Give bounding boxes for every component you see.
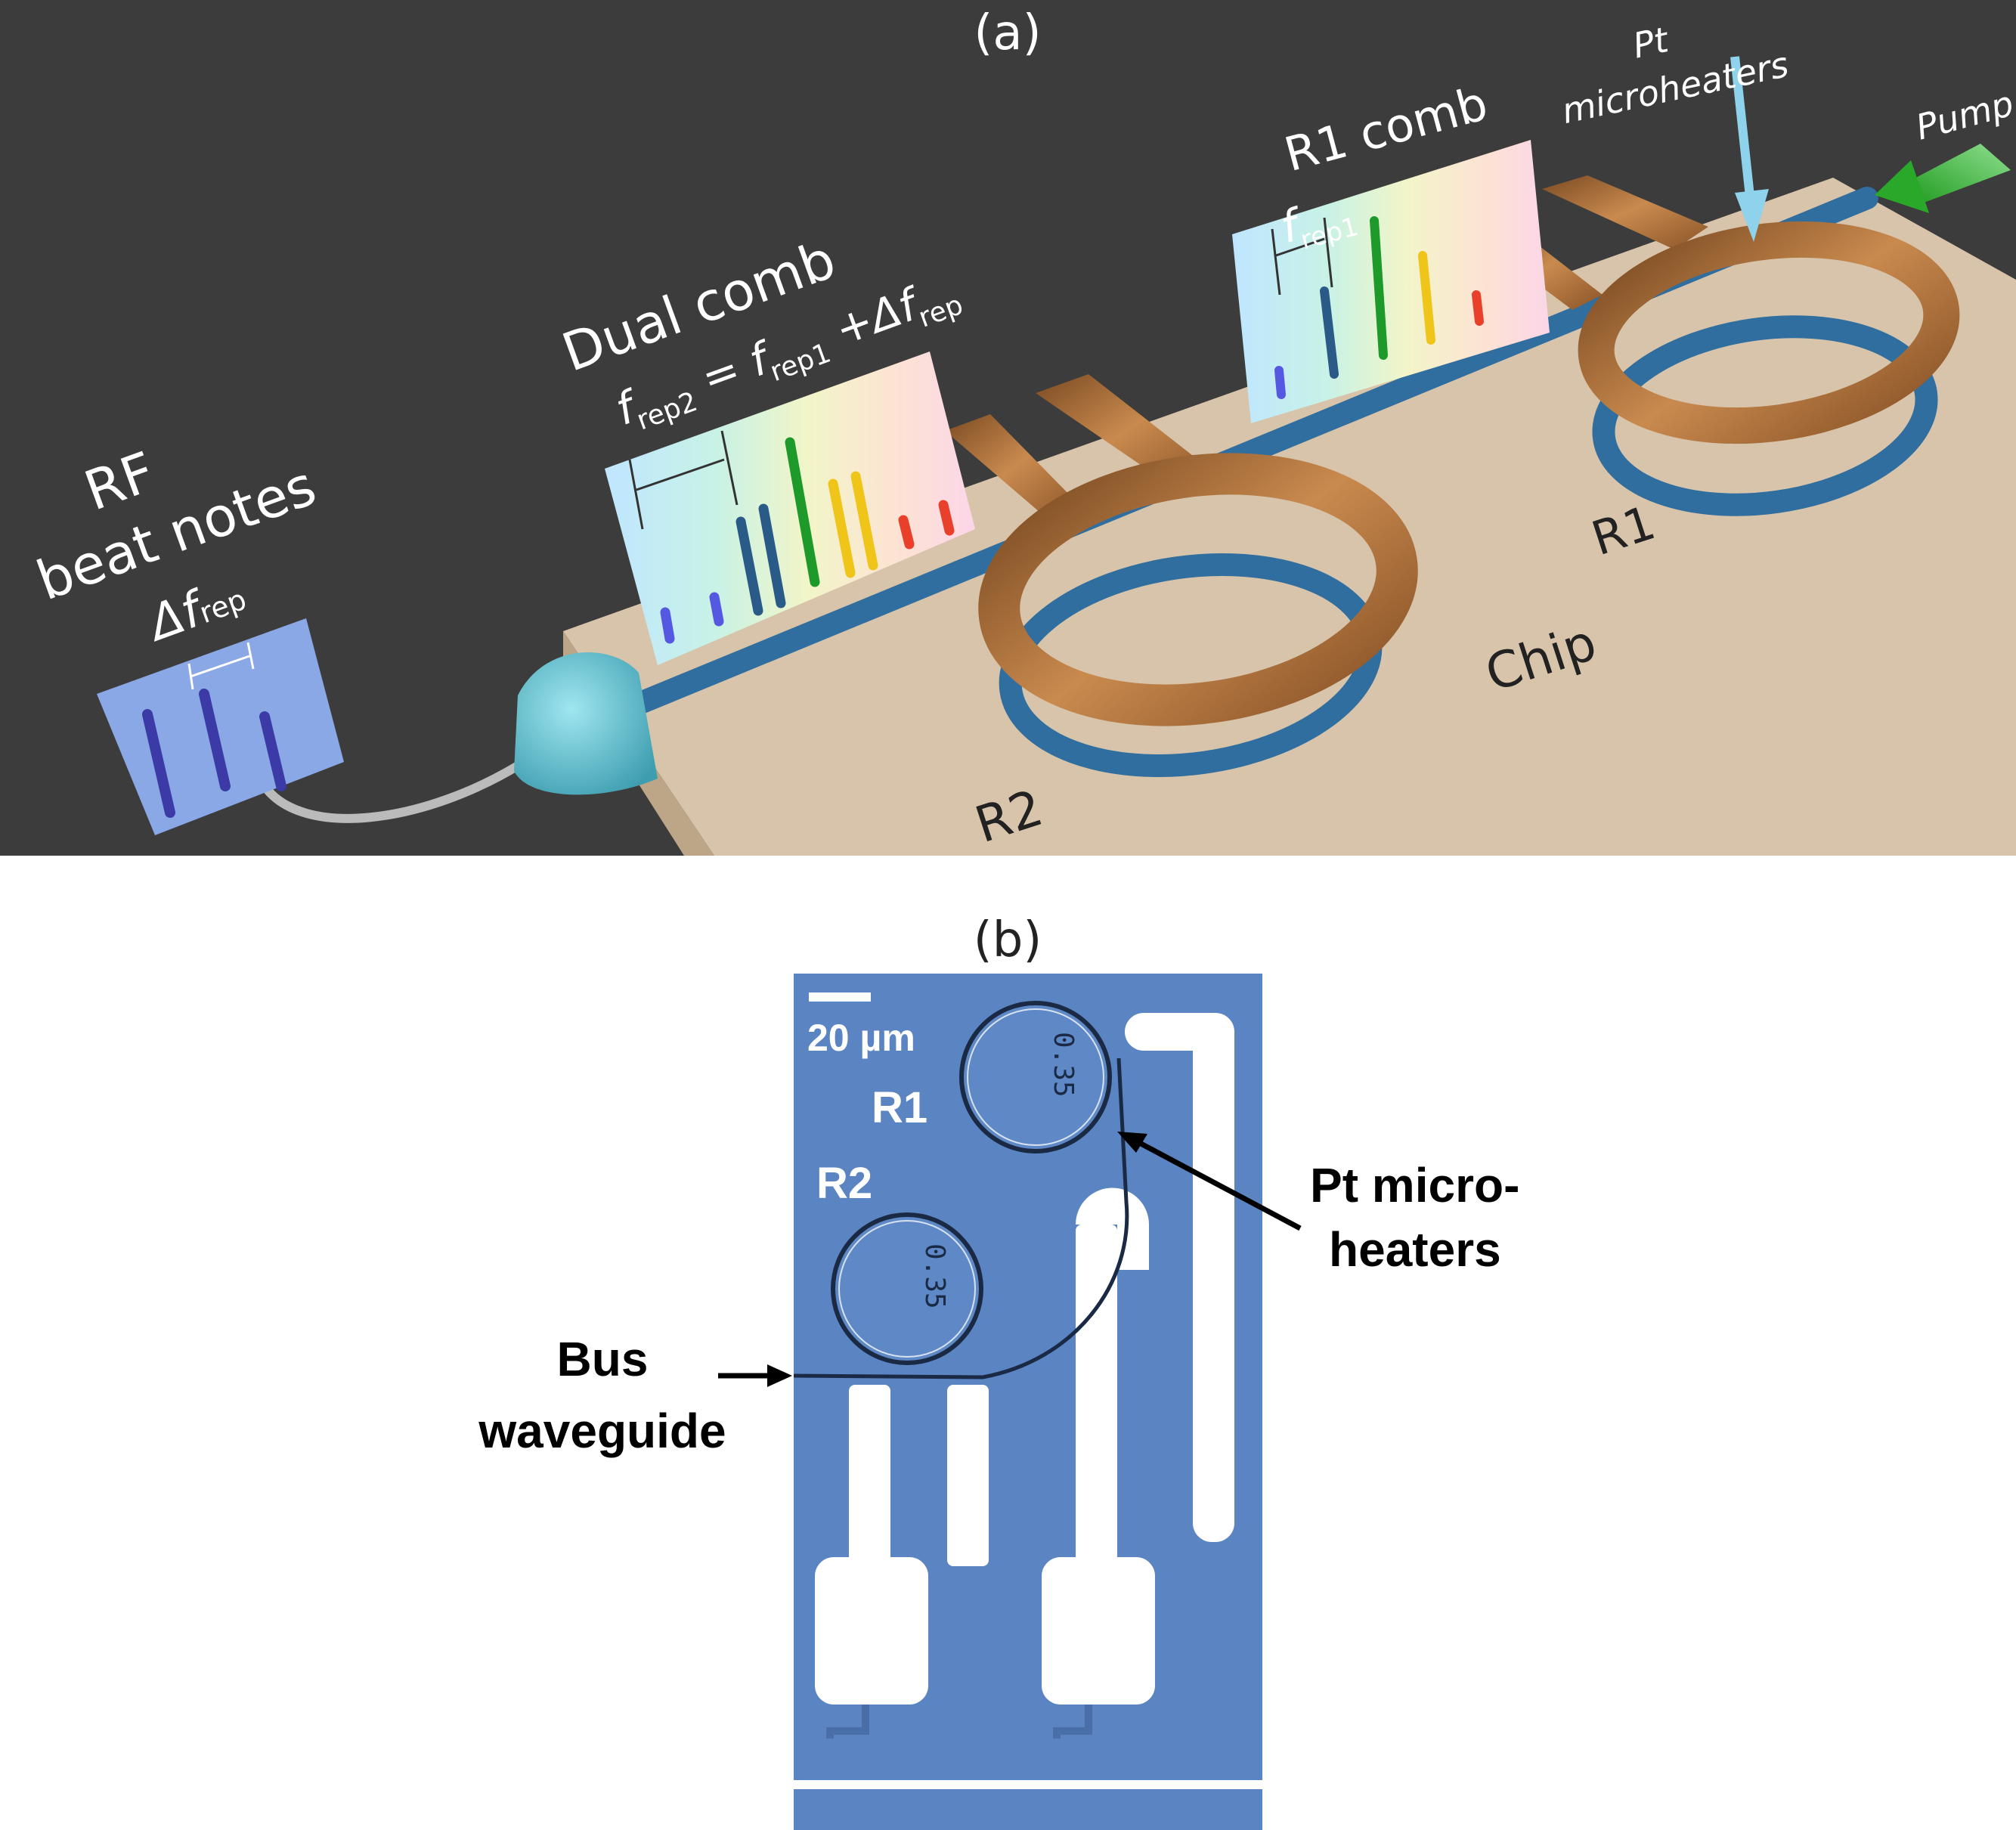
pt-label-b-line1: Pt micro-: [1310, 1158, 1519, 1212]
panel-b-label: (b): [974, 912, 1042, 968]
scale-bar: [809, 992, 871, 1002]
pt-arrow: [1730, 56, 1754, 197]
ring-r2-marking: 0.35: [919, 1243, 950, 1309]
r2-label-b: R2: [816, 1159, 872, 1208]
ring-r1-micro: [959, 1001, 1112, 1153]
panel-a: (a) RF beat notes Δfrep Dual comb frep2 …: [0, 0, 2016, 856]
bus-label-line1: Bus: [557, 1332, 649, 1386]
scale-label: 20 µm: [807, 1017, 915, 1059]
lens-coupler: [514, 652, 658, 795]
chip: [563, 178, 2016, 856]
ring-r1-marking: 0.35: [1048, 1032, 1079, 1098]
r1-comb-card: [1232, 140, 1550, 423]
microheater-r2: [945, 374, 1418, 726]
rf-card: [97, 618, 344, 835]
bus-label-line2: waveguide: [478, 1404, 726, 1458]
dual-comb-card: [605, 351, 975, 665]
optical-fiber: [261, 759, 525, 823]
ring-r1: [1592, 315, 1938, 516]
panel-a-label: (a): [974, 5, 1041, 61]
r1-label-b: R1: [872, 1083, 927, 1132]
pt-label-b-line2: heaters: [1329, 1222, 1501, 1277]
bus-waveguide-micro: [793, 1057, 1129, 1379]
ring-r2-micro: [831, 1212, 983, 1365]
pump-arrow: [1875, 144, 2011, 213]
panel-b: (b) 0.35 0.35 20 µm: [478, 912, 1519, 1830]
contact-pads: [794, 1013, 1262, 1789]
pt-arrow-b: [1132, 1137, 1302, 1231]
